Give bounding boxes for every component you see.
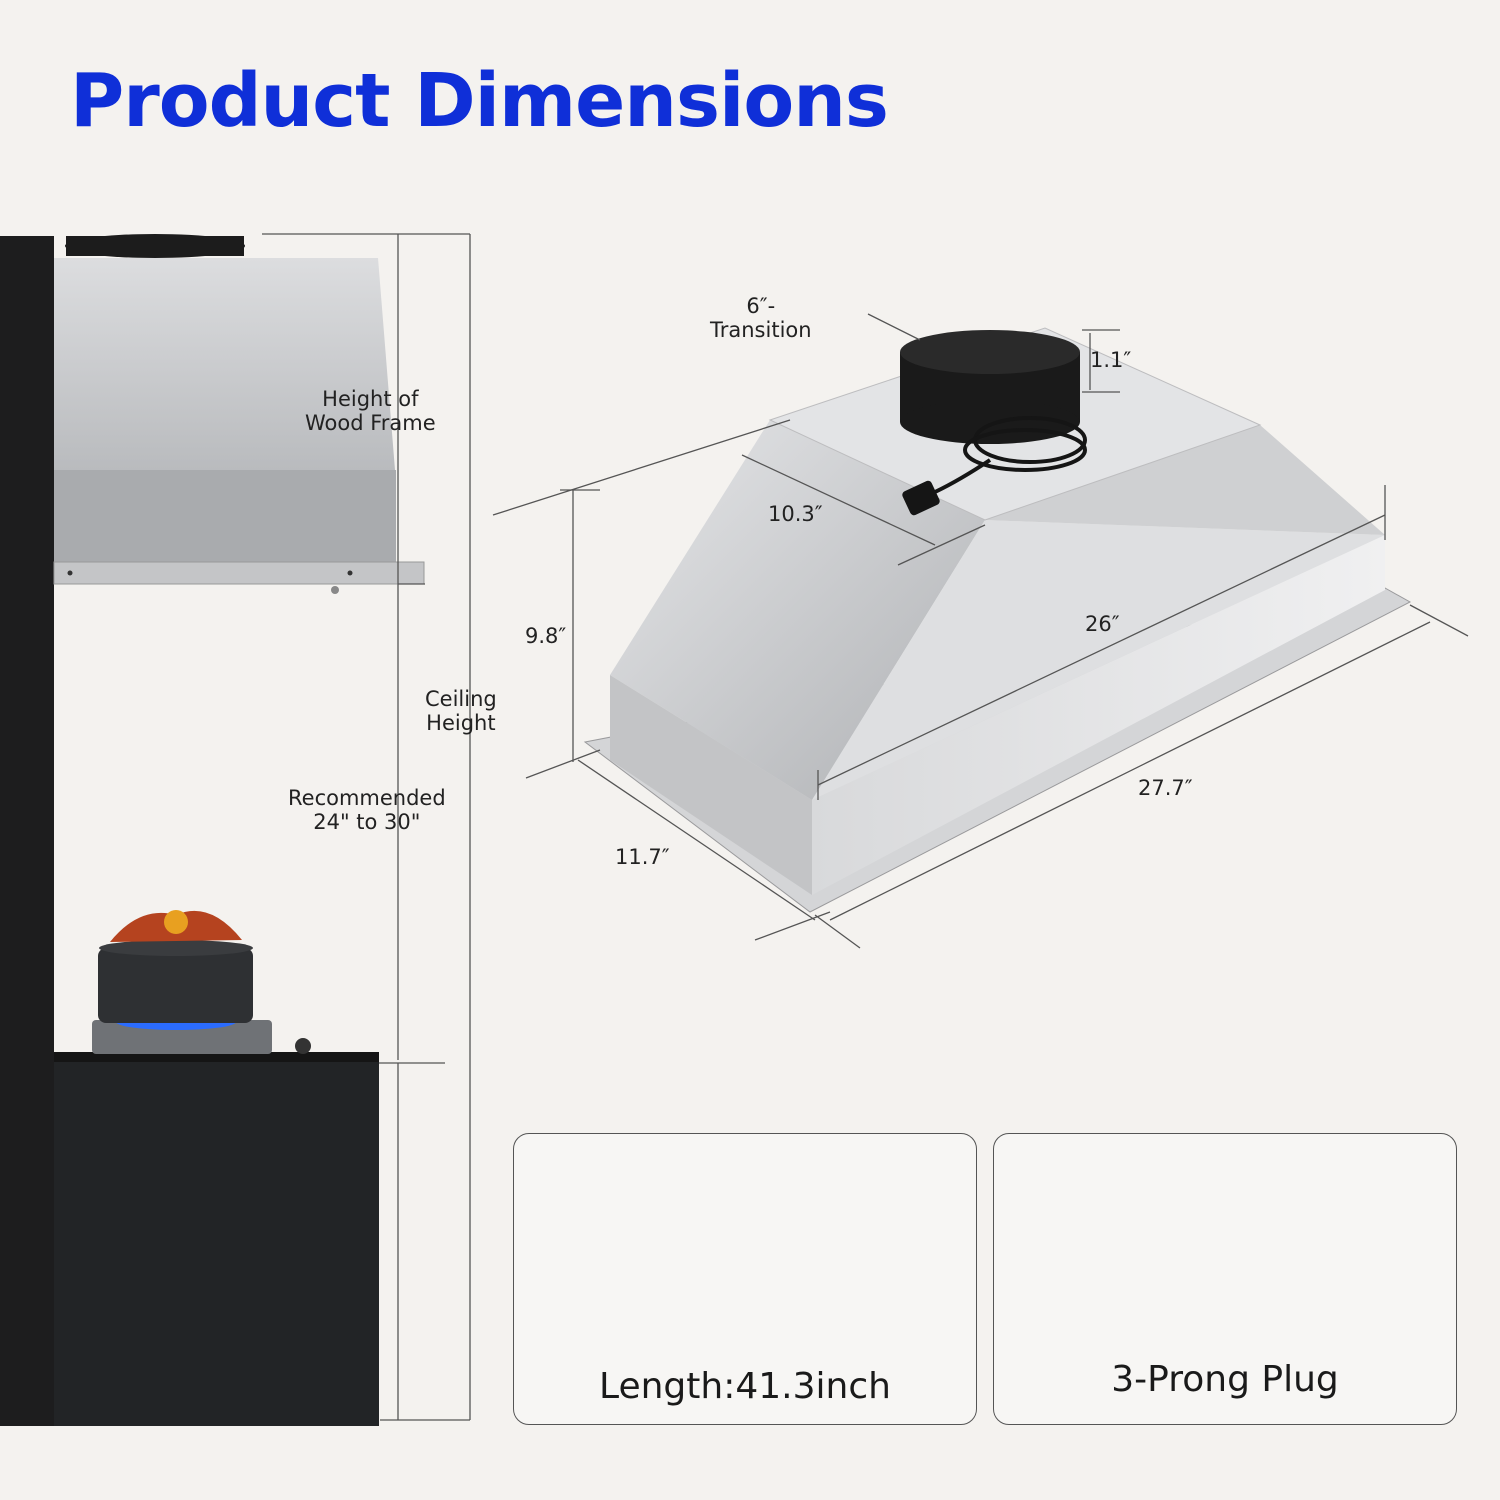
label-ceiling: Ceiling Height: [425, 687, 497, 735]
power-cord: [934, 416, 1087, 494]
label-wood-frame-line1: Height of: [322, 387, 419, 411]
label-wood-frame: Height of Wood Frame: [305, 387, 436, 435]
label-depth-top: 10.3″: [768, 502, 823, 526]
transition-collar: [900, 330, 1080, 374]
label-depth-bottom: 11.7″: [615, 845, 670, 869]
page-title: Product Dimensions: [70, 58, 889, 144]
label-transition: 6″- Transition: [710, 294, 812, 342]
label-recommended: Recommended 24" to 30": [288, 786, 446, 834]
cord-length-label: Length:41.3inch: [599, 1366, 891, 1407]
label-transition-line1: 6″-: [746, 294, 776, 318]
hood-side-view: [53, 234, 425, 594]
label-ceiling-line2: Height: [426, 711, 496, 735]
label-wood-frame-line2: Wood Frame: [305, 411, 436, 435]
label-width-top: 26″: [1085, 612, 1120, 636]
label-collar-height: 1.1″: [1090, 348, 1132, 372]
label-recommended-line2: 24" to 30": [313, 810, 421, 834]
hood-3d-view: [583, 327, 1412, 913]
plug-label: 3-Prong Plug: [1111, 1359, 1339, 1400]
cooktop: [54, 910, 379, 1426]
wall: [0, 236, 54, 1426]
label-height: 9.8″: [525, 624, 567, 648]
label-width-bottom: 27.7″: [1138, 776, 1193, 800]
plug-card: 3-Prong Plug: [993, 1133, 1457, 1425]
label-recommended-line1: Recommended: [288, 786, 446, 810]
cord-length-card: Length:41.3inch: [513, 1133, 977, 1425]
label-ceiling-line1: Ceiling: [425, 687, 497, 711]
label-transition-line2: Transition: [710, 318, 812, 342]
